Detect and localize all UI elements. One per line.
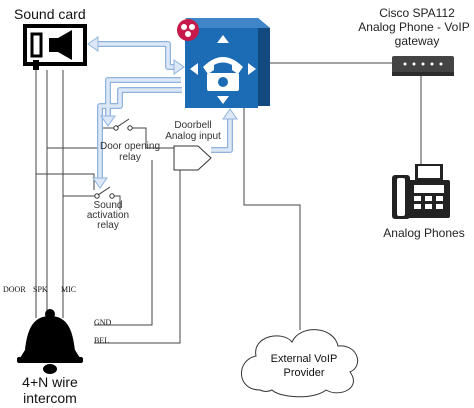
analog-phone-icon xyxy=(392,164,450,219)
wire-mic-label: MIC xyxy=(61,285,77,294)
analog-phones-label: Analog Phones xyxy=(383,226,465,240)
wire-door-label: DOOR xyxy=(3,285,26,294)
sound-card-icon xyxy=(23,24,87,70)
intercom-label-line1: 4+N wire xyxy=(22,374,78,390)
cloud-icon xyxy=(241,329,359,398)
raspberry-pi-icon xyxy=(177,19,199,41)
door-relay-label-line2: relay xyxy=(119,152,141,163)
door-opening-relay-switch xyxy=(113,118,133,131)
sound-activation-relay-switch xyxy=(94,186,115,199)
sound-relay-label-line2: activation xyxy=(86,210,130,221)
voip-label-line1: External VoIP xyxy=(270,353,338,365)
and-gate-icon xyxy=(173,145,212,171)
doorbell-label-line2: Analog input xyxy=(165,131,221,142)
sound-relay-label-line1: Sound xyxy=(93,200,123,211)
voip-label-line2: Provider xyxy=(283,367,325,379)
bell-icon xyxy=(17,309,83,374)
wire-spk-label: SPK xyxy=(33,285,48,294)
gateway-label-line3: gateway xyxy=(394,34,440,48)
intercom-label-line2: intercom xyxy=(23,390,77,406)
raspberry-pi-device xyxy=(185,18,270,108)
voip-gateway-icon xyxy=(392,56,454,76)
gateway-label-line1: Cisco SPA112 xyxy=(379,6,455,20)
sound-card-label: Sound card xyxy=(14,6,86,22)
doorbell-label-line1: Doorbell xyxy=(174,120,212,131)
door-relay-label-line1: Door opening xyxy=(99,141,161,152)
wire-gnd-label: GND xyxy=(94,318,112,327)
wire-bel-label: BEL xyxy=(94,336,110,345)
sound-relay-label-line3: relay xyxy=(97,220,119,231)
arrow-heads xyxy=(87,36,238,189)
gateway-label-line2: Analog Phone - VoIP xyxy=(358,20,470,34)
